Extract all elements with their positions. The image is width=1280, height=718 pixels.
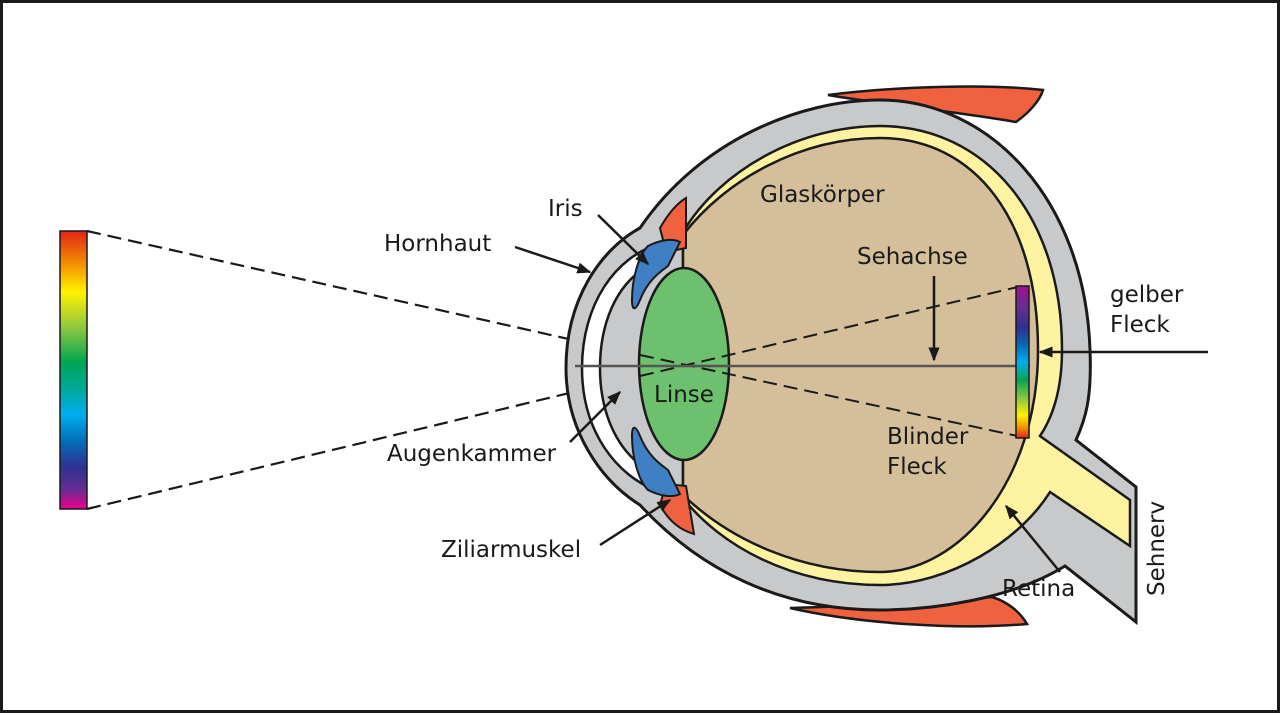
label-blinder: Blinder <box>887 424 969 450</box>
label-ziliarmuskel: Ziliarmuskel <box>441 537 581 563</box>
label-sehachse: Sehachse <box>857 244 968 270</box>
label-sehnerv: Sehnerv <box>1144 501 1170 596</box>
label-glaskoerper: Glaskörper <box>760 182 885 208</box>
ray-upper-internal <box>639 354 1023 438</box>
label-gelber-fleck: Fleck <box>1110 312 1170 338</box>
label-iris: Iris <box>548 196 583 222</box>
arrow-augenkammer <box>569 391 621 443</box>
retinal-image-spectrum <box>1015 285 1030 439</box>
arrow-hornhaut <box>514 245 592 274</box>
object-spectrum-bar <box>59 230 88 510</box>
ciliary-muscle-upper <box>658 196 687 254</box>
label-linse: Linse <box>654 382 714 408</box>
label-gelber: gelber <box>1110 282 1184 308</box>
arrow-iris <box>597 214 649 265</box>
arrow-ziliarmuskel <box>599 498 672 547</box>
label-augenkammer: Augenkammer <box>387 441 557 467</box>
ray-upper-incoming <box>86 229 641 357</box>
label-blinder-fleck: Fleck <box>887 454 947 480</box>
vitreous-body <box>681 136 1040 574</box>
label-retina: Retina <box>1002 576 1075 602</box>
ray-lower-incoming <box>86 374 641 511</box>
iris-lower <box>630 426 682 498</box>
arrow-retina <box>1005 504 1061 573</box>
ray-lower-internal <box>639 285 1023 377</box>
label-hornhaut: Hornhaut <box>384 231 491 257</box>
